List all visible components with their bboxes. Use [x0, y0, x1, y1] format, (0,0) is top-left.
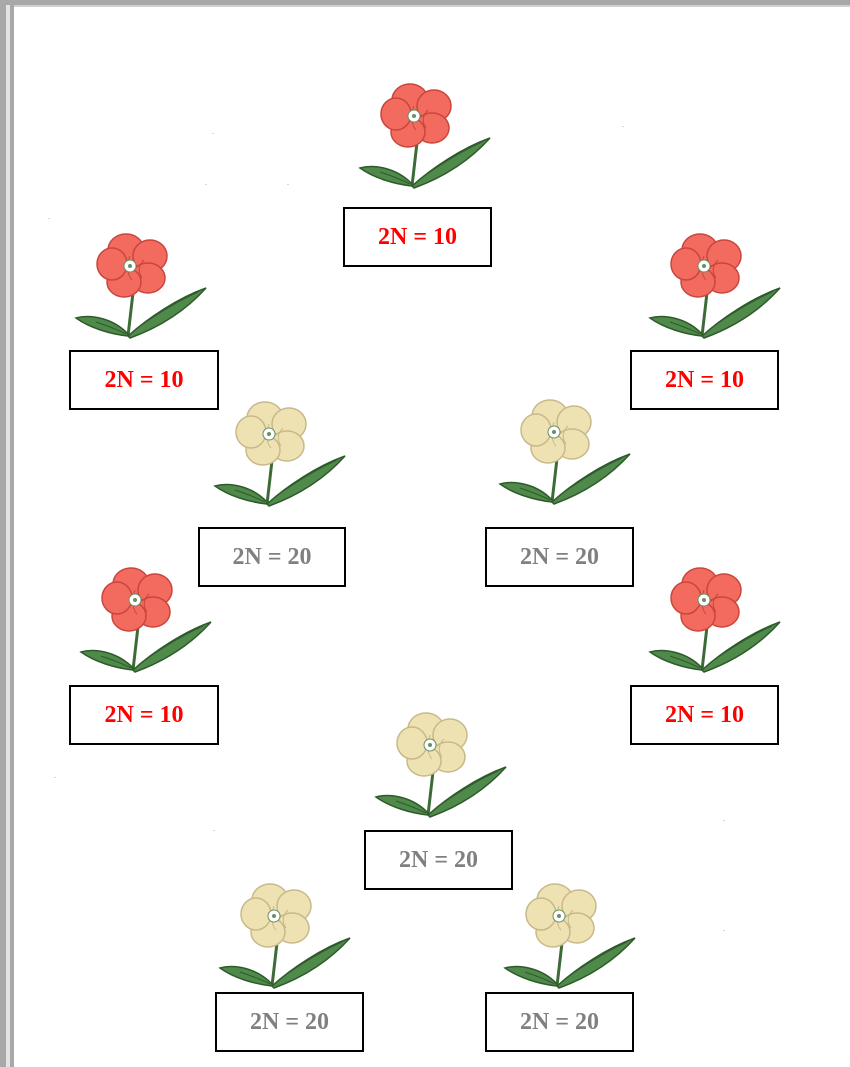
- speck: [723, 930, 725, 931]
- yellow-flower-icon: [207, 394, 347, 514]
- chromosome-label: 2N = 20: [364, 830, 513, 890]
- chromosome-label: 2N = 10: [69, 350, 219, 410]
- speck: [212, 133, 214, 134]
- yellow-flower-icon: [212, 876, 352, 996]
- chromosome-label: 2N = 20: [485, 527, 634, 587]
- window-frame-top-inner: [14, 5, 850, 7]
- speck: [723, 820, 725, 821]
- speck: [48, 218, 50, 219]
- red-flower-icon: [352, 76, 492, 196]
- chromosome-label: 2N = 20: [215, 992, 364, 1052]
- speck: [205, 184, 207, 185]
- speck: [622, 126, 624, 127]
- chromosome-label: 2N = 10: [630, 685, 779, 745]
- speck: [287, 184, 289, 185]
- chromosome-label: 2N = 20: [485, 992, 634, 1052]
- yellow-flower-icon: [497, 876, 637, 996]
- red-flower-icon: [642, 226, 782, 346]
- red-flower-icon: [642, 560, 782, 680]
- speck: [213, 830, 215, 831]
- speck: [54, 777, 56, 778]
- chromosome-label: 2N = 10: [630, 350, 779, 410]
- red-flower-icon: [73, 560, 213, 680]
- chromosome-label: 2N = 10: [343, 207, 492, 267]
- yellow-flower-icon: [368, 705, 508, 825]
- window-frame-left-line: [10, 5, 14, 1067]
- yellow-flower-icon: [492, 392, 632, 512]
- chromosome-label: 2N = 20: [198, 527, 346, 587]
- red-flower-icon: [68, 226, 208, 346]
- chromosome-label: 2N = 10: [69, 685, 219, 745]
